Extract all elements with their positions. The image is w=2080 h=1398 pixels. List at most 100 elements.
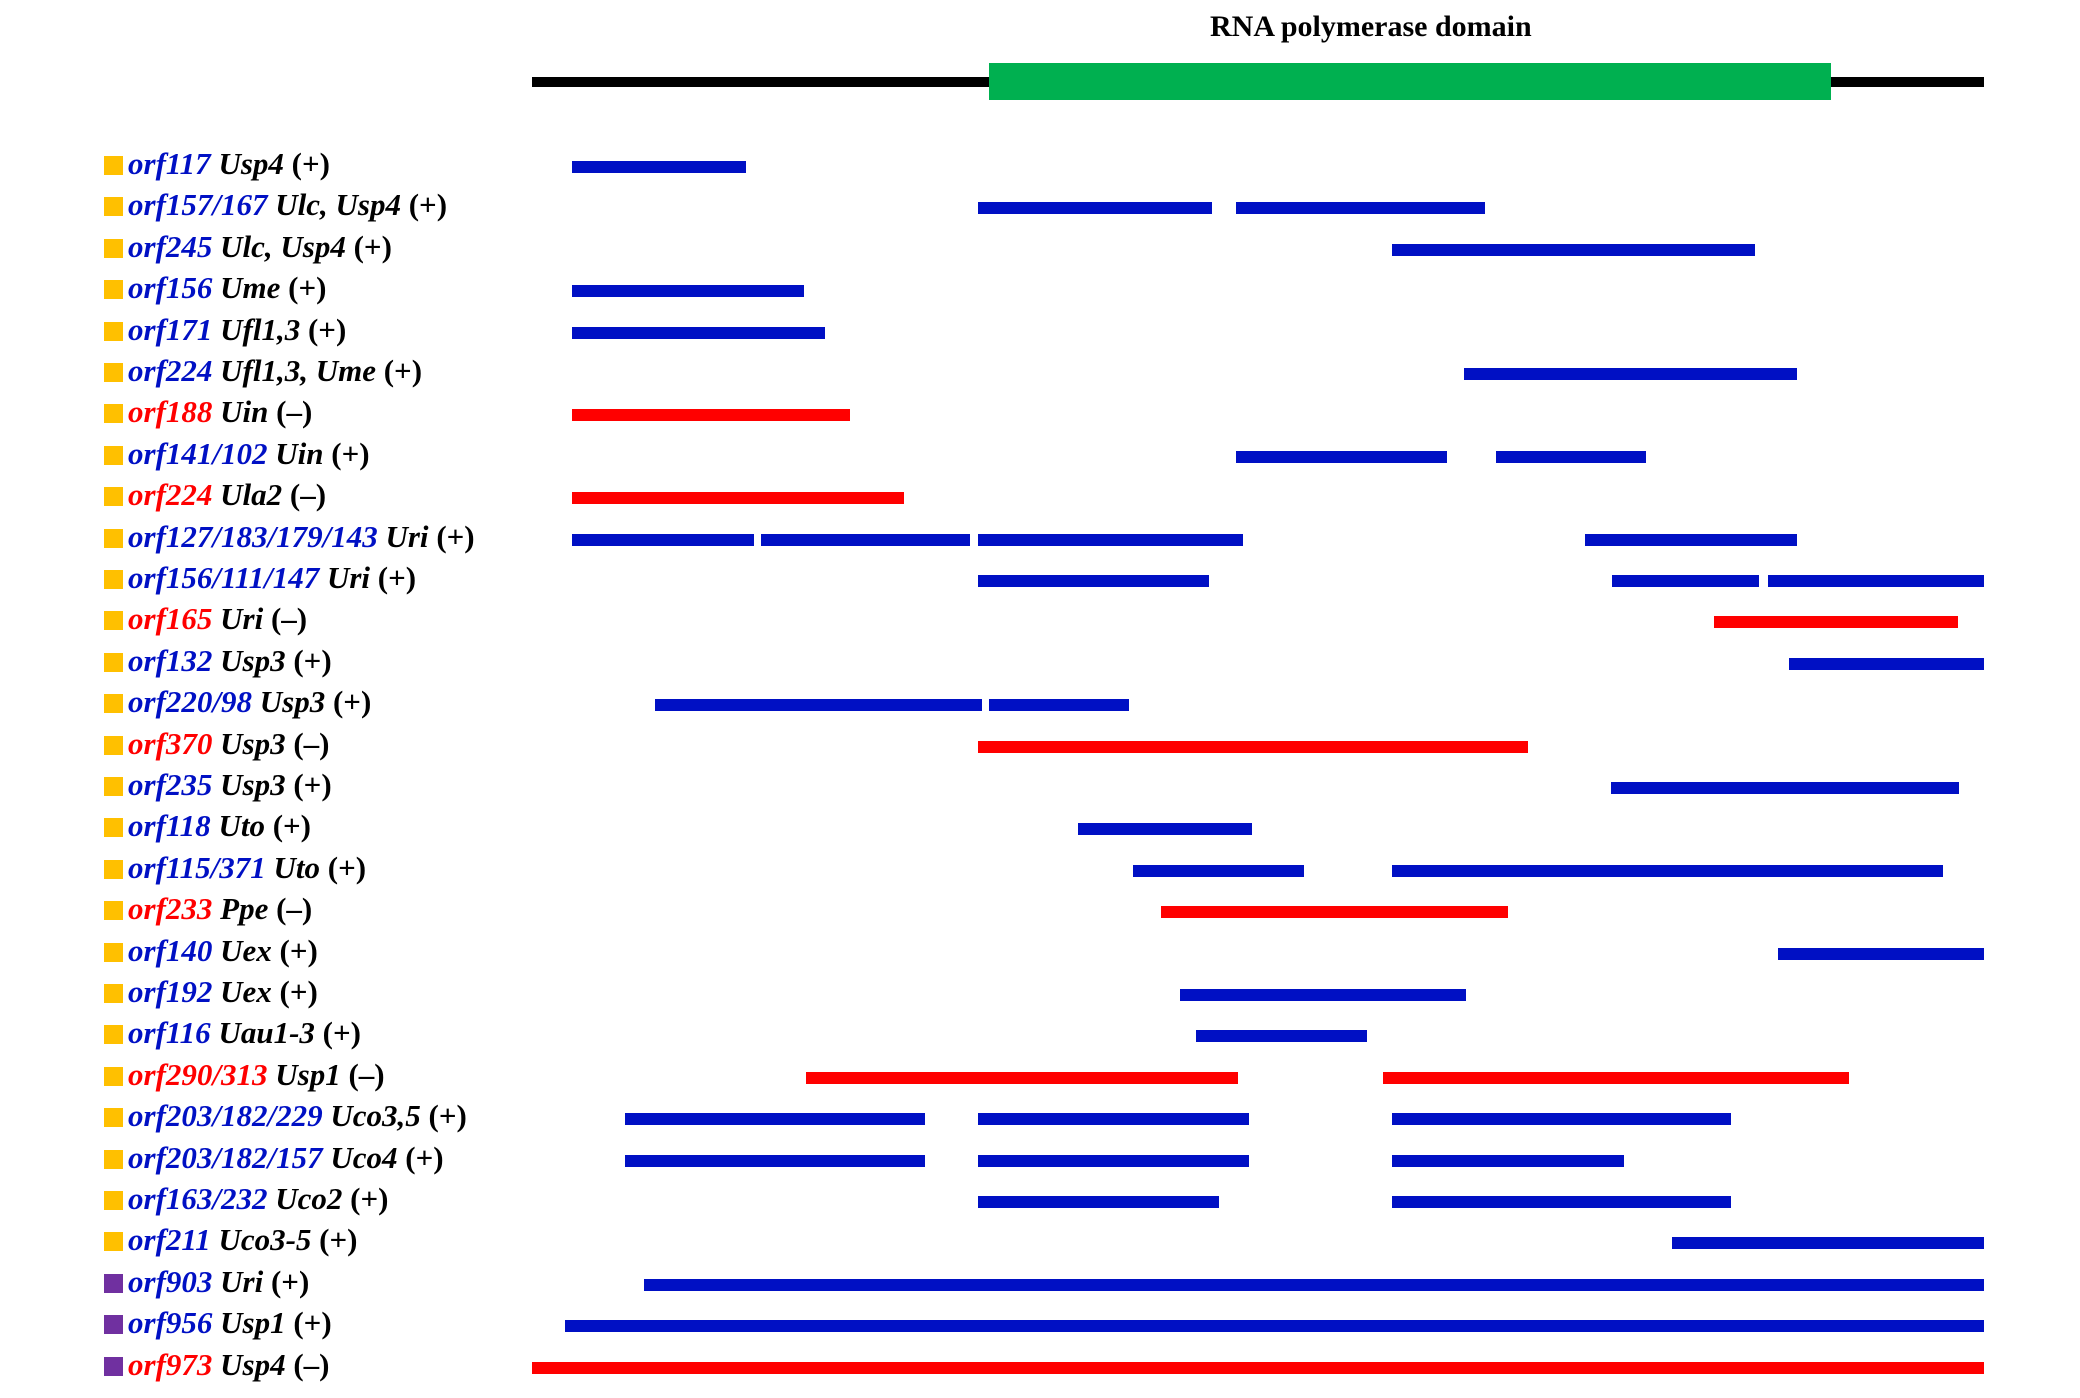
strand-sign: (–) <box>293 725 330 761</box>
orf-row: orf171 Ufl1,3 (+) <box>104 312 2080 356</box>
group-square-icon <box>104 777 123 796</box>
host-name: Usp1 <box>220 1305 286 1341</box>
orf-name: orf192 <box>128 974 213 1009</box>
orf-segment-bar <box>1236 450 1447 463</box>
orf-row: orf118 Uto (+) <box>104 808 2080 852</box>
strand-sign: (+) <box>279 932 318 968</box>
group-square-icon <box>104 404 123 424</box>
orf-name: orf224 <box>128 353 213 388</box>
orf-label: orf290/313 Usp1 (–) <box>128 1055 385 1095</box>
orf-label: orf220/98 Usp3 (+) <box>128 682 371 722</box>
group-square-icon <box>104 321 123 341</box>
group-square-icon <box>104 1191 123 1210</box>
orf-row: orf157/167 Ulc, Usp4 (+) <box>104 187 2080 231</box>
strand-sign: (+) <box>270 1263 310 1299</box>
host-name: Uri <box>385 518 429 554</box>
orf-row: orf903 Uri (+) <box>104 1264 2080 1308</box>
orf-label: orf165 Uri (–) <box>128 599 307 639</box>
group-square-icon <box>104 570 123 589</box>
orf-row: orf956 Usp1 (+) <box>104 1305 2080 1349</box>
group-square-icon <box>104 528 123 548</box>
orf-segment-bar <box>977 575 1209 587</box>
orf-row: orf141/102 Uin (+) <box>104 436 2080 480</box>
strand-sign: (–) <box>276 394 313 430</box>
orf-row: orf370 Usp3 (–) <box>104 726 2080 770</box>
host-name: Ufl1,3 <box>220 311 301 347</box>
host-name: Uri <box>326 560 371 595</box>
group-square-icon <box>104 238 123 258</box>
group-square-icon <box>104 1315 123 1335</box>
orf-segment-bar <box>1160 906 1508 919</box>
group-square-icon <box>104 197 123 217</box>
orf-name: orf211 <box>128 1222 211 1258</box>
orf-name: orf903 <box>128 1263 213 1299</box>
strand-sign: (+) <box>319 1222 358 1258</box>
orf-label: orf956 Usp1 (+) <box>128 1303 332 1343</box>
strand-sign: (+) <box>353 228 392 264</box>
group-square-icon <box>104 942 123 962</box>
group-square-icon <box>104 445 123 465</box>
orf-row: orf224 Ufl1,3, Ume (+) <box>104 353 2080 397</box>
orf-segment-bar <box>977 1154 1250 1167</box>
group-square-icon <box>104 818 123 838</box>
group-square-icon <box>104 156 123 175</box>
orf-segment-bar <box>1777 947 1984 960</box>
orf-name: orf140 <box>128 932 213 968</box>
orf-label: orf370 Usp3 (–) <box>128 724 330 764</box>
orf-name: orf224 <box>128 477 213 513</box>
host-name: Ulc, Usp4 <box>220 228 346 264</box>
orf-label: orf224 Ufl1,3, Ume (+) <box>128 351 422 391</box>
host-name: Ula2 <box>220 477 283 513</box>
group-square-icon <box>104 901 123 921</box>
strand-sign: (+) <box>350 1181 389 1216</box>
orf-segment-bar <box>977 1113 1250 1126</box>
orf-row: orf165 Uri (–) <box>104 601 2080 645</box>
group-square-icon <box>104 735 123 755</box>
orf-name: orf233 <box>128 891 213 927</box>
orf-label: orf903 Uri (+) <box>128 1262 309 1302</box>
orf-row: orf115/371 Uto (+) <box>104 850 2080 894</box>
group-square-icon <box>104 487 123 507</box>
host-name: Ufl1,3, Ume <box>220 353 376 388</box>
orf-label: orf233 Ppe (–) <box>128 889 312 929</box>
group-square-icon <box>104 1232 123 1252</box>
orf-row: orf156 Ume (+) <box>104 270 2080 314</box>
orf-segment-bar <box>806 1071 1238 1084</box>
orf-label: orf245 Ulc, Usp4 (+) <box>128 227 392 267</box>
host-name: Usp3 <box>220 725 286 761</box>
strand-sign: (+) <box>331 435 370 471</box>
orf-row: orf235 Usp3 (+) <box>104 767 2080 811</box>
host-name: Uex <box>220 932 272 968</box>
orf-segment-bar <box>624 1113 926 1126</box>
orf-row: orf220/98 Usp3 (+) <box>104 684 2080 728</box>
orf-label: orf116 Uau1-3 (+) <box>128 1013 361 1053</box>
figure-title: RNA polymerase domain <box>1210 10 1532 43</box>
strand-sign: (+) <box>436 518 475 554</box>
strand-sign: (–) <box>293 1346 330 1382</box>
host-name: Uex <box>220 974 272 1009</box>
strand-sign: (+) <box>322 1015 361 1051</box>
orf-name: orf188 <box>128 394 213 430</box>
group-square-icon <box>104 1149 123 1169</box>
orf-row: orf140 Uex (+) <box>104 933 2080 977</box>
orf-segment-bar <box>1133 864 1305 877</box>
strand-sign: (+) <box>405 1139 444 1175</box>
orf-segment-bar <box>571 533 755 546</box>
orf-name: orf117 <box>128 146 211 181</box>
orf-label: orf157/167 Ulc, Usp4 (+) <box>128 185 447 225</box>
orf-name: orf370 <box>128 725 213 761</box>
host-name: Ppe <box>220 891 269 927</box>
orf-name: orf163/232 <box>128 1181 268 1216</box>
orf-name: orf118 <box>128 808 211 844</box>
orf-segment-bar <box>761 533 971 546</box>
group-square-icon <box>104 652 123 672</box>
orf-name: orf203/182/229 <box>128 1098 323 1134</box>
strand-sign: (–) <box>270 601 308 637</box>
orf-label: orf192 Uex (+) <box>128 972 318 1012</box>
orf-name: orf956 <box>128 1305 213 1341</box>
strand-sign: (–) <box>348 1056 385 1092</box>
strand-sign: (+) <box>408 187 448 223</box>
host-name: Uco2 <box>275 1181 343 1216</box>
orf-label: orf203/182/229 Uco3,5 (+) <box>128 1096 467 1136</box>
